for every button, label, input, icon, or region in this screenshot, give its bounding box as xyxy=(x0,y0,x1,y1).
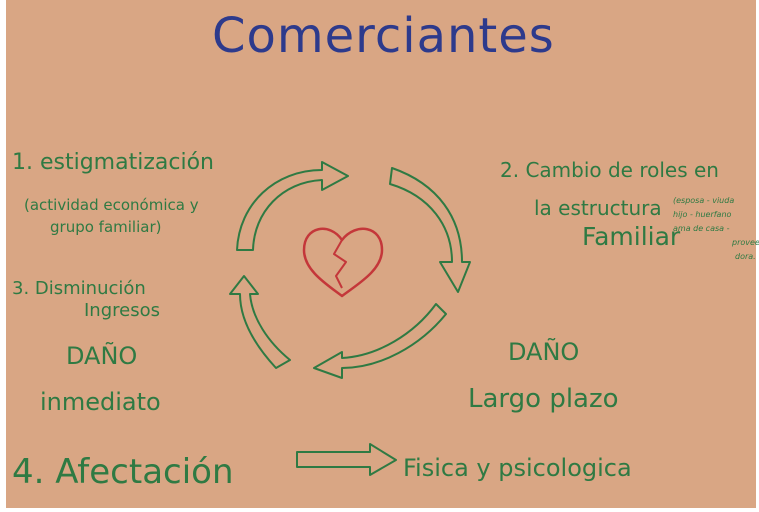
item-2-line-2: la estructura xyxy=(534,196,662,220)
right-arrow-icon xyxy=(296,443,397,476)
item-2-note: ama de casa - xyxy=(673,224,730,233)
cycle-arrow-top xyxy=(236,161,349,251)
item-2-line-3: Familiar xyxy=(582,222,681,251)
item-2-note: hijo - huerfano xyxy=(673,210,732,219)
cycle-arrow-right xyxy=(389,167,471,293)
item-2-note: provee xyxy=(732,238,759,247)
damage-immediate-label: DAÑO xyxy=(66,342,138,370)
item-1-label: 1. estigmatización xyxy=(12,150,214,175)
damage-long-value: Largo plazo xyxy=(468,384,619,414)
item-4-label: 4. Afectación xyxy=(12,452,234,492)
item-1-detail-2: grupo familiar) xyxy=(50,218,162,236)
cycle-arrows-icon xyxy=(229,161,471,379)
damage-immediate-value: inmediato xyxy=(40,388,161,416)
item-3-line-1: 3. Disminución xyxy=(12,278,146,299)
cycle-arrow-left xyxy=(229,275,291,369)
item-1-detail: (actividad económica y xyxy=(24,196,199,214)
item-2-line-1: 2. Cambio de roles en xyxy=(500,158,719,182)
broken-heart-icon xyxy=(302,227,384,298)
damage-long-label: DAÑO xyxy=(508,338,580,366)
item-2-note: dora. xyxy=(735,252,756,261)
item-3-line-2: Ingresos xyxy=(84,300,160,321)
poster-title: Comerciantes xyxy=(212,8,555,64)
cycle-arrow-bottom xyxy=(313,303,447,379)
item-2-note: (esposa - viuda xyxy=(673,196,735,205)
item-4-result: Fisica y psicologica xyxy=(403,454,632,482)
